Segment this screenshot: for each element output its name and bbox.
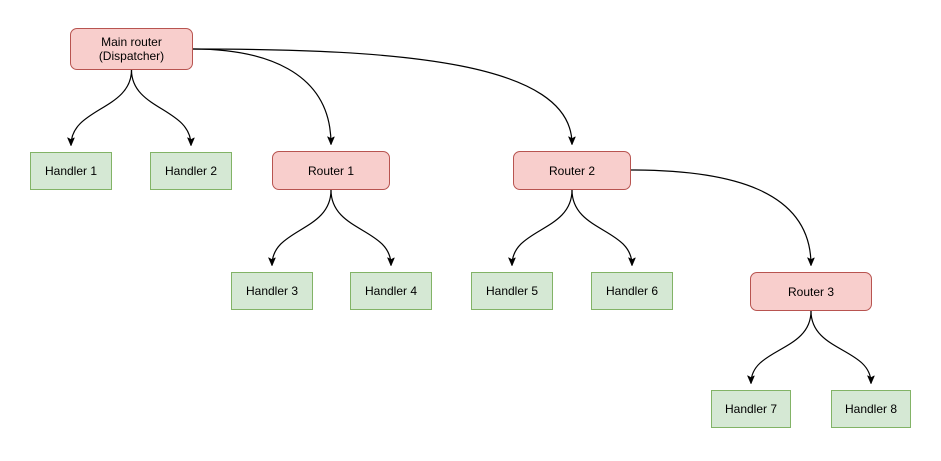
- edge-main-to-handler-1: [71, 69, 133, 145]
- edge-main-to-handler-2: [130, 69, 192, 145]
- node-handler-5[interactable]: Handler 5: [471, 272, 553, 310]
- node-label-handler-6: Handler 6: [605, 284, 659, 298]
- node-label-main-router: Main router (Dispatcher): [98, 35, 165, 63]
- edge-router-1-to-handler-4: [330, 189, 391, 265]
- node-handler-8[interactable]: Handler 8: [831, 390, 911, 428]
- edge-router-2-to-router-3: [630, 169, 811, 265]
- node-label-handler-3: Handler 3: [245, 284, 299, 298]
- edge-router-3-to-handler-8: [810, 310, 871, 383]
- node-label-handler-1: Handler 1: [44, 164, 98, 178]
- node-router-1[interactable]: Router 1: [272, 151, 390, 190]
- node-handler-3[interactable]: Handler 3: [231, 272, 313, 310]
- edge-main-to-router-2: [192, 48, 572, 144]
- node-handler-1[interactable]: Handler 1: [30, 152, 112, 190]
- node-label-router-1: Router 1: [307, 163, 355, 178]
- node-router-3[interactable]: Router 3: [750, 272, 872, 311]
- node-label-handler-4: Handler 4: [364, 284, 418, 298]
- node-label-handler-5: Handler 5: [485, 284, 539, 298]
- node-router-2[interactable]: Router 2: [513, 151, 631, 190]
- node-label-router-3: Router 3: [787, 284, 835, 299]
- edge-router-2-to-handler-6: [571, 189, 632, 265]
- node-label-handler-8: Handler 8: [844, 402, 898, 416]
- node-label-handler-2: Handler 2: [164, 164, 218, 178]
- node-handler-2[interactable]: Handler 2: [150, 152, 232, 190]
- node-label-handler-7: Handler 7: [724, 402, 778, 416]
- node-label-router-2: Router 2: [548, 163, 596, 178]
- edges-group: [71, 48, 871, 383]
- node-handler-4[interactable]: Handler 4: [350, 272, 432, 310]
- node-handler-6[interactable]: Handler 6: [591, 272, 673, 310]
- node-handler-7[interactable]: Handler 7: [711, 390, 791, 428]
- edge-router-2-to-handler-5: [512, 189, 573, 265]
- edge-main-to-router-1: [192, 48, 331, 144]
- node-main-router[interactable]: Main router (Dispatcher): [70, 28, 193, 70]
- edge-router-1-to-handler-3: [272, 189, 332, 265]
- edge-router-3-to-handler-7: [751, 310, 812, 383]
